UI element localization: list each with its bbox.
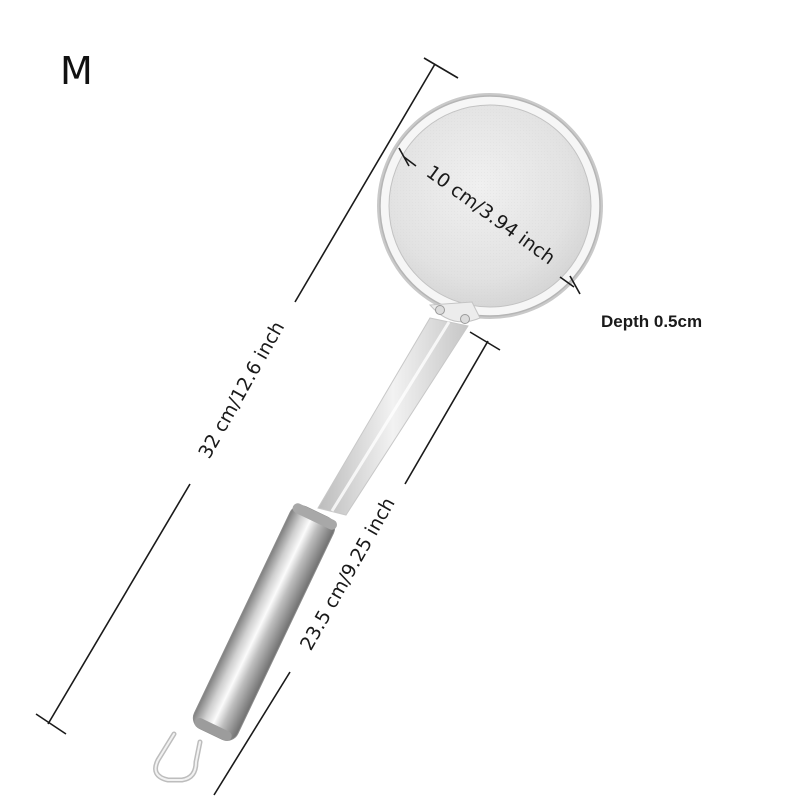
size-label: M	[60, 49, 93, 93]
strainer-stem	[317, 317, 469, 516]
handle-length-dimension	[213, 331, 501, 796]
strainer-handle	[192, 503, 337, 741]
depth-label: Depth 0.5cm	[601, 312, 703, 331]
total-length-label: 32 cm/12.6 inch	[194, 318, 289, 463]
hanging-loop-icon	[153, 731, 203, 783]
head-diameter-dimension	[398, 147, 581, 295]
strainer-head	[377, 93, 603, 324]
total-length-dimension	[35, 57, 459, 735]
